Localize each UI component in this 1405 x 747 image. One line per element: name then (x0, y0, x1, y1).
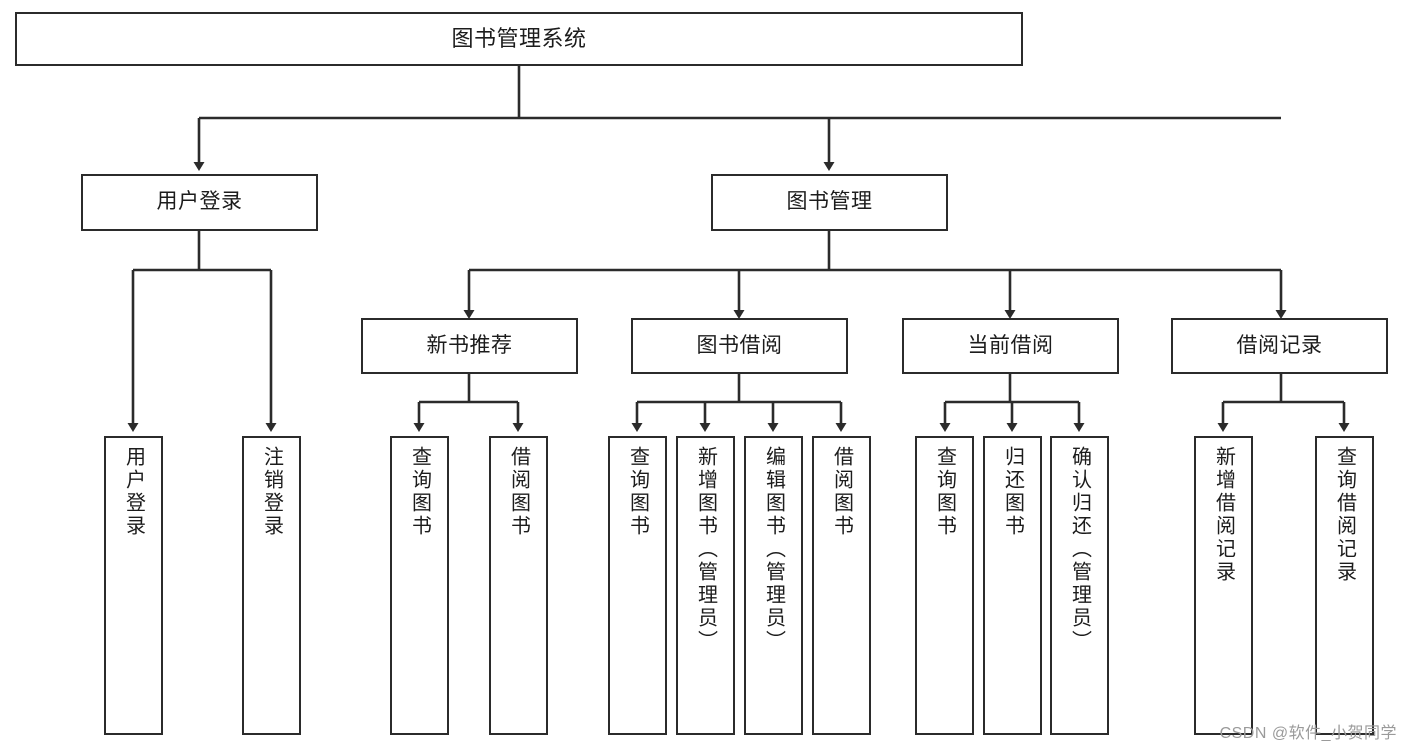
node-borrow-records[interactable]: 借阅记录 (1171, 318, 1388, 374)
node-user-login[interactable]: 用户登录 (81, 174, 318, 231)
node-current-borrow[interactable]: 当前借阅 (902, 318, 1119, 374)
node-book-management[interactable]: 图书管理 (711, 174, 948, 231)
leaf-borrow-books-recommend[interactable]: 借阅图书 (489, 436, 548, 735)
node-label: 图书管理 (786, 190, 873, 214)
leaf-return-books[interactable]: 归还图书 (983, 436, 1042, 735)
node-label: 图书管理系统 (451, 26, 587, 52)
leaf-query-books-current[interactable]: 查询图书 (915, 436, 974, 735)
node-book-borrow[interactable]: 图书借阅 (631, 318, 848, 374)
leaf-query-books-borrow[interactable]: 查询图书 (608, 436, 667, 735)
leaf-add-book-admin[interactable]: 新增图书（管理员） (676, 436, 735, 735)
node-label: 图书借阅 (696, 333, 783, 357)
leaf-query-borrow-record[interactable]: 查询借阅记录 (1315, 436, 1374, 735)
node-label: 用户登录 (156, 190, 243, 214)
node-label: 借阅图书 (507, 446, 530, 538)
node-label: 用户登录 (122, 446, 145, 538)
leaf-user-login[interactable]: 用户登录 (104, 436, 163, 735)
node-label: 当前借阅 (967, 333, 1054, 357)
node-label: 归还图书 (1001, 446, 1024, 538)
leaf-borrow-books[interactable]: 借阅图书 (812, 436, 871, 735)
leaf-confirm-return-admin[interactable]: 确认归还（管理员） (1050, 436, 1109, 735)
node-label: 借阅图书 (830, 446, 853, 538)
node-label: 查询图书 (933, 446, 956, 538)
leaf-add-borrow-record[interactable]: 新增借阅记录 (1194, 436, 1253, 735)
node-label: 确认归还（管理员） (1068, 446, 1091, 653)
node-new-book-recommend[interactable]: 新书推荐 (361, 318, 578, 374)
node-label: 查询图书 (408, 446, 431, 538)
watermark-text: CSDN @软件_小贺同学 (1219, 725, 1397, 742)
node-label: 编辑图书（管理员） (762, 446, 785, 653)
leaf-user-logout[interactable]: 注销登录 (242, 436, 301, 735)
node-label: 新书推荐 (426, 333, 513, 357)
node-label: 注销登录 (260, 446, 283, 538)
node-label: 查询图书 (626, 446, 649, 538)
node-label: 新增借阅记录 (1212, 446, 1235, 584)
node-label: 借阅记录 (1236, 333, 1323, 357)
node-label: 新增图书（管理员） (694, 446, 717, 653)
leaf-edit-book-admin[interactable]: 编辑图书（管理员） (744, 436, 803, 735)
node-label: 查询借阅记录 (1333, 446, 1356, 584)
leaf-query-books-recommend[interactable]: 查询图书 (390, 436, 449, 735)
node-root-library-management-system[interactable]: 图书管理系统 (15, 12, 1023, 66)
